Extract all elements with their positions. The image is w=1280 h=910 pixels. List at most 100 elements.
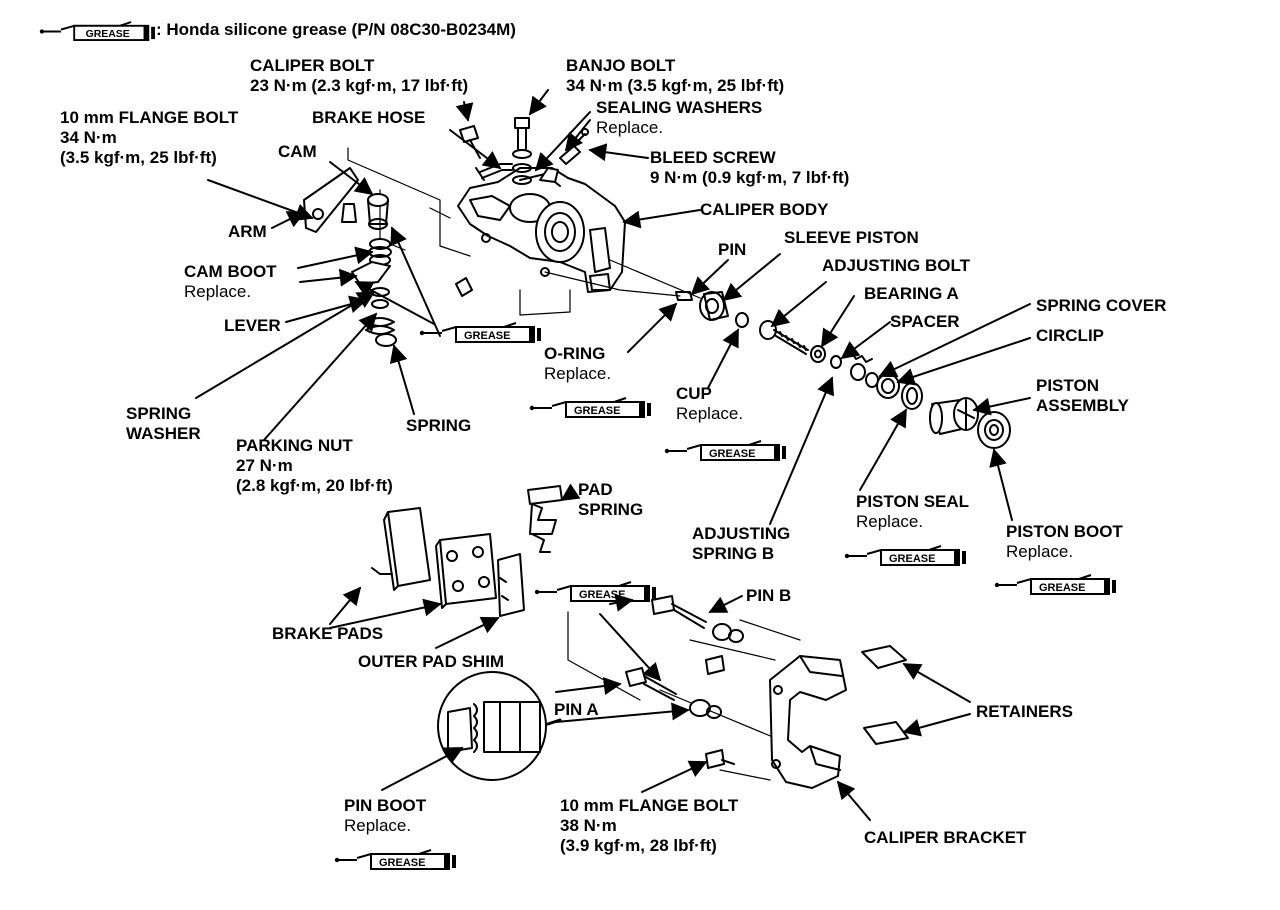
pin-boot-detail — [437, 671, 547, 781]
flange-bolt-bottom-nm: 38 N·m — [560, 816, 617, 835]
piston-seal-title: PISTON SEAL — [856, 492, 970, 511]
label-spring: SPRING — [406, 416, 471, 436]
adjusting-spring-b-line2: SPRING B — [692, 544, 775, 563]
bearing-a-title: BEARING A — [864, 284, 959, 303]
arm-title: ARM — [228, 222, 267, 241]
label-banjo-bolt: BANJO BOLT 34 N·m (3.5 kgf·m, 25 lbf·ft) — [566, 56, 784, 96]
label-parking-nut: PARKING NUT 27 N·m (2.8 kgf·m, 20 lbf·ft… — [236, 436, 393, 496]
cam-boot-note: Replace. — [184, 282, 252, 301]
spring-cover-part — [865, 372, 900, 399]
caliper-bolt-title: CALIPER BOLT — [250, 56, 375, 75]
adjusting-spring-b-line1: ADJUSTING — [692, 524, 791, 543]
cam-boot-title: CAM BOOT — [184, 262, 277, 281]
outer-pad-shim-title: OUTER PAD SHIM — [358, 652, 505, 671]
flange-bolt-top-title: 10 mm FLANGE BOLT — [60, 108, 239, 127]
grease-tag-pins: GREASE — [579, 589, 625, 601]
retainer-bottom — [863, 721, 909, 745]
label-spring-washer: SPRING WASHER — [126, 404, 201, 444]
label-sleeve-piston: SLEEVE PISTON — [784, 228, 919, 248]
cam-boot-part — [368, 238, 392, 266]
flange-bolt-top-nm: 34 N·m — [60, 128, 117, 147]
cup-note: Replace. — [676, 404, 744, 423]
spacer-part — [830, 355, 842, 369]
sealing-washers-note: Replace. — [596, 118, 664, 137]
grease-tag-oring: GREASE — [574, 405, 620, 417]
cup-part — [735, 312, 749, 328]
legend-text: : Honda silicone grease (P/N 08C30-B0234… — [156, 20, 516, 39]
brake-pads-title: BRAKE PADS — [272, 624, 384, 643]
grease-tag-cup: GREASE — [709, 448, 755, 460]
bleed-screw-part — [559, 128, 589, 165]
o-ring-note: Replace. — [544, 364, 612, 383]
label-cup: CUP Replace. — [676, 384, 743, 424]
label-outer-pad-shim: OUTER PAD SHIM — [358, 652, 504, 672]
caliper-bracket-title: CALIPER BRACKET — [864, 828, 1027, 847]
flange-bolt-bracket-top — [705, 655, 725, 675]
label-pin-a: PIN A — [554, 700, 599, 720]
flange-bolt-top-kgf: (3.5 kgf·m, 25 lbf·ft) — [60, 148, 217, 167]
brake-pad-inner — [371, 507, 431, 591]
parking-nut-kgf: (2.8 kgf·m, 20 lbf·ft) — [236, 476, 393, 495]
caliper-body-shape — [457, 167, 626, 293]
label-bleed-screw: BLEED SCREW 9 N·m (0.9 kgf·m, 7 lbf·ft) — [650, 148, 849, 188]
brake-pad-outer — [435, 533, 497, 609]
grease-icon-piston-seal: GREASE — [843, 545, 967, 567]
label-caliper-bracket: CALIPER BRACKET — [864, 828, 1026, 848]
bleed-screw-title: BLEED SCREW — [650, 148, 776, 167]
parking-nut-nm: 27 N·m — [236, 456, 293, 475]
retainer-top — [861, 645, 907, 669]
label-bearing-a: BEARING A — [864, 284, 959, 304]
label-piston-assembly: PISTON ASSEMBLY — [1036, 376, 1129, 416]
flange-bolt-bracket-bottom — [705, 749, 735, 769]
cam-part — [367, 193, 389, 230]
sleeve-piston-title: SLEEVE PISTON — [784, 228, 919, 247]
flange-bolt-bottom-kgf: (3.9 kgf·m, 28 lbf·ft) — [560, 836, 717, 855]
pad-spring-part — [527, 485, 563, 553]
caliper-body-title: CALIPER BODY — [700, 200, 829, 219]
adjusting-bolt-title: ADJUSTING BOLT — [822, 256, 970, 275]
legend-grease-tag: GREASE — [86, 29, 130, 40]
piston-assembly-line1: PISTON — [1036, 376, 1099, 395]
label-brake-pads: BRAKE PADS — [272, 624, 383, 644]
pad-spring-line1: PAD — [578, 480, 613, 499]
o-ring-title: O-RING — [544, 344, 606, 363]
sleeve-piston-part — [699, 291, 729, 321]
lever-part — [351, 261, 391, 285]
piston-assembly-line2: ASSEMBLY — [1036, 396, 1129, 415]
circlip-title: CIRCLIP — [1036, 326, 1104, 345]
small-bolt-part — [341, 203, 357, 223]
leader-lines — [195, 89, 1031, 821]
banjo-bolt-part — [512, 117, 532, 185]
label-pin-b: PIN B — [746, 586, 791, 606]
label-o-ring: O-RING Replace. — [544, 344, 611, 384]
grease-tag-pin-boot: GREASE — [379, 857, 425, 869]
label-pin-boot: PIN BOOT Replace. — [344, 796, 426, 836]
spacer-title: SPACER — [890, 312, 960, 331]
pin-title: PIN — [718, 240, 747, 259]
label-cam-boot: CAM BOOT Replace. — [184, 262, 277, 302]
spring-cover-title: SPRING COVER — [1036, 296, 1167, 315]
grease-icon-pin-boot: GREASE — [333, 849, 457, 871]
brake-hose-title: BRAKE HOSE — [312, 108, 426, 127]
grease-tag-cam: GREASE — [464, 330, 510, 342]
grease-icon-cup: GREASE — [663, 440, 787, 462]
label-pin: PIN — [718, 240, 746, 260]
label-retainers: RETAINERS — [976, 702, 1073, 722]
label-piston-seal: PISTON SEAL Replace. — [856, 492, 969, 532]
pin-b-part — [651, 595, 744, 643]
caliper-bolt-torque: 23 N·m (2.3 kgf·m, 17 lbf·ft) — [250, 76, 469, 95]
legend-grease-icon: GREASE — [38, 21, 156, 42]
grease-icon-piston-boot: GREASE — [993, 574, 1117, 596]
piston-assembly-part — [929, 397, 979, 435]
outer-pad-shim-part — [497, 553, 525, 617]
bleed-screw-torque: 9 N·m (0.9 kgf·m, 7 lbf·ft) — [650, 168, 850, 187]
label-arm: ARM — [228, 222, 267, 242]
bearing-a-part — [810, 345, 826, 363]
grease-icon-oring: GREASE — [528, 397, 652, 419]
grease-icon-pins: GREASE — [533, 581, 657, 603]
grease-tag-seal: GREASE — [889, 553, 935, 565]
pin-a-title: PIN A — [554, 700, 599, 719]
piston-boot-title: PISTON BOOT — [1006, 522, 1123, 541]
label-caliper-bolt: CALIPER BOLT 23 N·m (2.3 kgf·m, 17 lbf·f… — [250, 56, 468, 96]
adjusting-bolt-part — [759, 320, 809, 355]
